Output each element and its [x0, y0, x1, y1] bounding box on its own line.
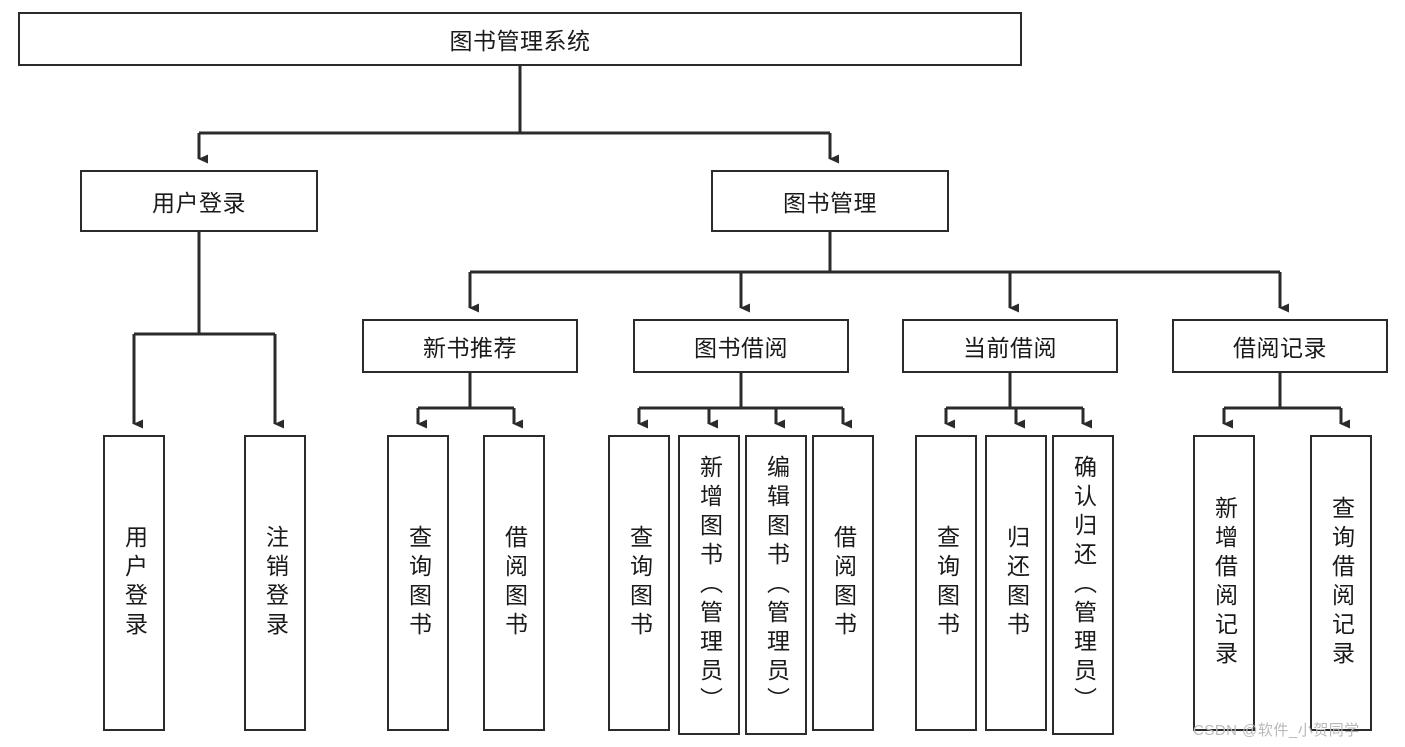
- node-label-leaf-return-book: 归还图书: [1003, 525, 1030, 641]
- node-label-root: 图书管理系统: [449, 28, 591, 54]
- node-label-user-login: 用户登录: [152, 190, 246, 216]
- node-root[interactable]: 图书管理系统: [18, 12, 1022, 66]
- node-leaf-query-book-recommend[interactable]: 查询图书: [387, 435, 449, 731]
- node-borrow-record[interactable]: 借阅记录: [1172, 319, 1388, 373]
- node-leaf-query-book-current[interactable]: 查询图书: [915, 435, 977, 731]
- node-label-new-book-recommend: 新书推荐: [423, 335, 517, 361]
- node-label-book-borrow: 图书借阅: [694, 335, 788, 361]
- node-user-login[interactable]: 用户登录: [80, 170, 318, 232]
- node-label-leaf-borrow-book-recommend: 借阅图书: [501, 525, 528, 641]
- node-leaf-add-book[interactable]: 新增图书（管理员）: [678, 435, 740, 735]
- node-label-book-manage: 图书管理: [783, 190, 877, 216]
- node-label-leaf-edit-book: 编辑图书（管理员）: [763, 454, 790, 716]
- node-leaf-confirm-return[interactable]: 确认归还（管理员）: [1052, 435, 1114, 735]
- node-leaf-query-book-borrow[interactable]: 查询图书: [608, 435, 670, 731]
- node-label-leaf-query-book-borrow: 查询图书: [626, 525, 653, 641]
- node-leaf-borrow-book[interactable]: 借阅图书: [812, 435, 874, 731]
- node-label-leaf-add-record: 新增借阅记录: [1211, 496, 1238, 670]
- node-label-borrow-record: 借阅记录: [1233, 335, 1327, 361]
- node-leaf-borrow-book-recommend[interactable]: 借阅图书: [483, 435, 545, 731]
- node-label-leaf-query-record: 查询借阅记录: [1328, 496, 1355, 670]
- node-label-leaf-confirm-return: 确认归还（管理员）: [1070, 454, 1097, 716]
- node-label-leaf-logout: 注销登录: [262, 525, 289, 641]
- node-book-manage[interactable]: 图书管理: [711, 170, 949, 232]
- node-label-leaf-query-book-recommend: 查询图书: [405, 525, 432, 641]
- node-leaf-query-record[interactable]: 查询借阅记录: [1310, 435, 1372, 731]
- csdn-watermark: CSDN @软件_小贺同学: [1193, 722, 1360, 739]
- node-leaf-edit-book[interactable]: 编辑图书（管理员）: [745, 435, 807, 735]
- node-label-leaf-add-book: 新增图书（管理员）: [696, 454, 723, 716]
- node-leaf-user-login[interactable]: 用户登录: [103, 435, 165, 731]
- node-leaf-logout[interactable]: 注销登录: [244, 435, 306, 731]
- node-current-borrow[interactable]: 当前借阅: [902, 319, 1118, 373]
- node-new-book-recommend[interactable]: 新书推荐: [362, 319, 578, 373]
- node-label-leaf-user-login: 用户登录: [121, 525, 148, 641]
- node-book-borrow[interactable]: 图书借阅: [633, 319, 849, 373]
- node-leaf-return-book[interactable]: 归还图书: [985, 435, 1047, 731]
- node-leaf-add-record[interactable]: 新增借阅记录: [1193, 435, 1255, 731]
- node-label-leaf-borrow-book: 借阅图书: [830, 525, 857, 641]
- node-label-current-borrow: 当前借阅: [963, 335, 1057, 361]
- node-label-leaf-query-book-current: 查询图书: [933, 525, 960, 641]
